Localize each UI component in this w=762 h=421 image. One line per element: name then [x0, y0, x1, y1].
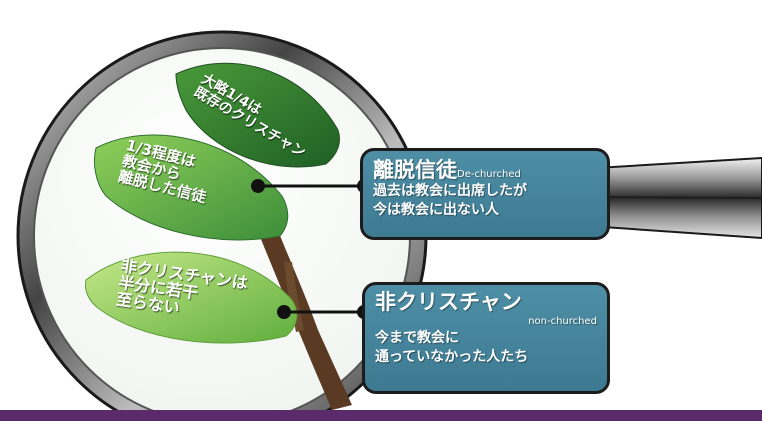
leaf-bottom: [85, 251, 298, 344]
callout-nonchurched-title: 非クリスチャン: [375, 290, 522, 314]
callout-nonchurched-line-2: 通っていなかった人たち: [375, 348, 529, 365]
callout-nonchurched-line-1: 今まで教会に: [375, 330, 459, 347]
callout-dechurched-line-2: 今は教会に出ない人: [373, 201, 499, 218]
callout-dechurched-english: De-churched: [457, 169, 521, 180]
callout-nonchurched: 非クリスチャン non-churched 今まで教会に 通っていなかった人たち: [362, 282, 610, 394]
callout-nonchurched-english: non-churched: [528, 316, 597, 328]
tree-trunk: [258, 198, 352, 410]
leaf-top: [175, 62, 340, 168]
bottom-bar: [0, 410, 762, 421]
callout-dechurched-line-1: 過去は教会に出席したが: [373, 183, 527, 200]
leaf-middle: [93, 134, 289, 241]
callout-dechurched-title: 離脱信徒: [373, 158, 457, 182]
callout-dechurched: 離脱信徒De-churched 過去は教会に出席したが 今は教会に出ない人: [360, 148, 610, 240]
